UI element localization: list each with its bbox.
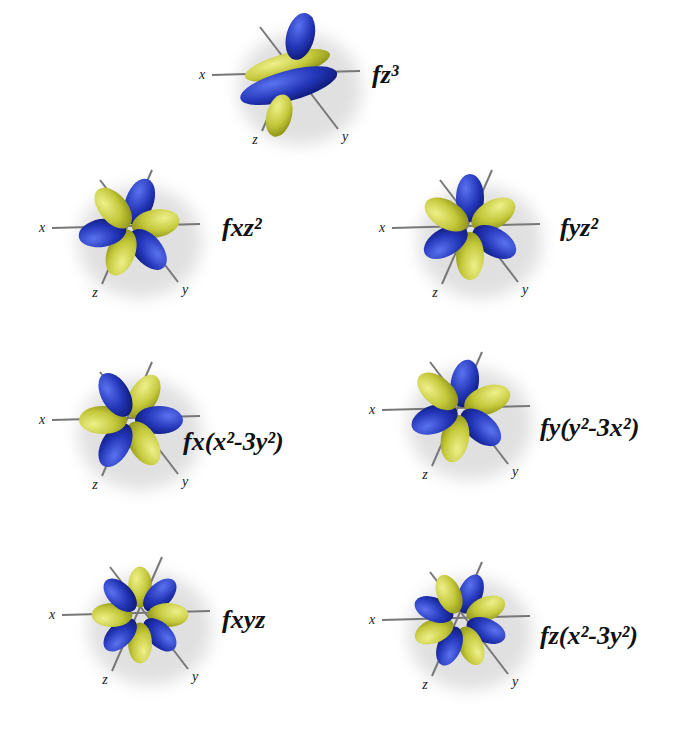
axis-label: y	[342, 130, 348, 144]
axis-label: x	[49, 608, 55, 622]
axis-label: x	[369, 613, 375, 627]
orbital-label: fyz²	[560, 214, 598, 243]
axis-label: z	[422, 678, 427, 692]
axis-label: z	[92, 478, 97, 492]
orbital-label: fz(x²-3y²)	[540, 622, 638, 651]
axis-label: z	[432, 286, 437, 300]
orbital-label: fx(x²-3y²)	[183, 428, 284, 457]
axis-label: z	[422, 468, 427, 482]
orbital-label: fy(y²-3x²)	[540, 414, 639, 443]
axis-label: y	[182, 475, 188, 489]
axis-label: y	[512, 675, 518, 689]
axis-label: x	[39, 221, 45, 235]
orbital-label: fz³	[372, 61, 399, 90]
axis-label: z	[92, 286, 97, 300]
orbital-label: fxz²	[222, 214, 262, 243]
axis-label: y	[182, 283, 188, 297]
axis-label: x	[369, 403, 375, 417]
axis-label: y	[192, 670, 198, 684]
axis-label: y	[522, 283, 528, 297]
axis-label: z	[102, 673, 107, 687]
axis-label: x	[199, 68, 205, 82]
axis-label: y	[512, 465, 518, 479]
orbital-label: fxyz	[222, 606, 265, 635]
axis-label: x	[39, 413, 45, 427]
axis-label: z	[252, 133, 257, 147]
axis-label: x	[379, 221, 385, 235]
